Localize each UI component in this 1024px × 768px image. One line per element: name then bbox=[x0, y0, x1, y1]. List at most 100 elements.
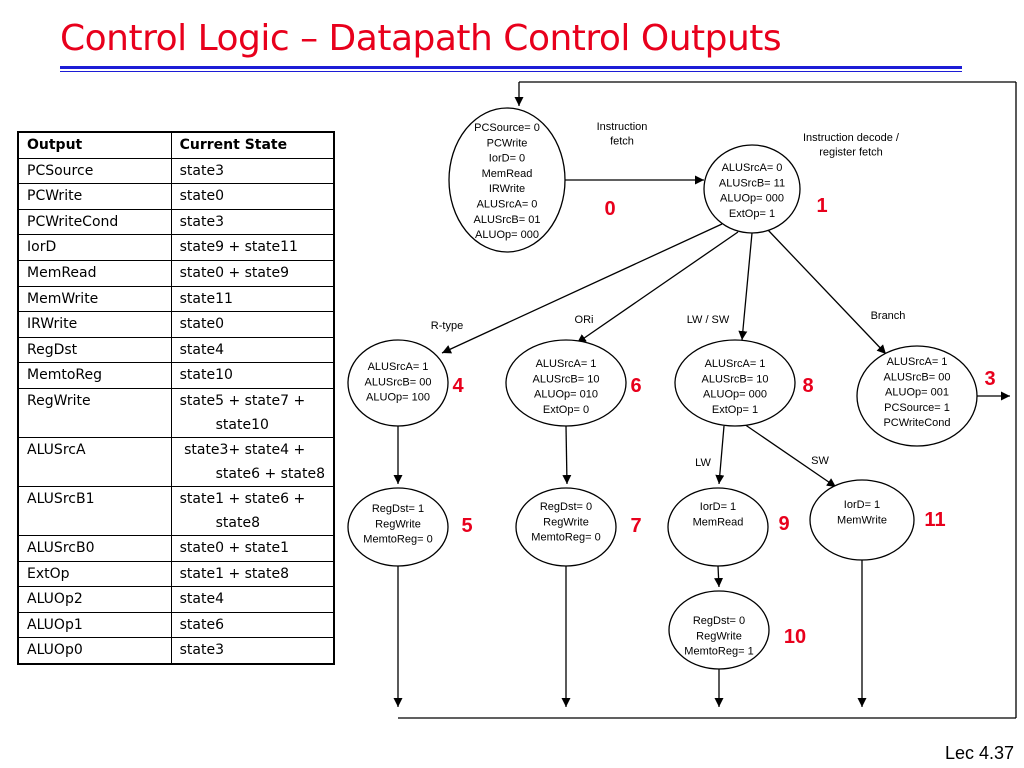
state-number: 1 bbox=[816, 195, 827, 217]
current-state-expr: state1 + state8 bbox=[179, 565, 289, 582]
state-number: 8 bbox=[802, 375, 813, 397]
state-output-line: MemtoReg= 1 bbox=[684, 646, 753, 658]
output-signal: MemRead bbox=[17, 259, 172, 287]
state-output-line: MemRead bbox=[693, 516, 744, 528]
state-circle bbox=[809, 479, 915, 561]
header-output: Output bbox=[17, 131, 172, 159]
state-edges bbox=[393, 81, 1017, 719]
current-state-expr: state0 + state1 bbox=[179, 539, 289, 556]
edge-label-rtype: R-type bbox=[431, 320, 463, 332]
current-state-cell: state3+ state4 +state6 + state8 bbox=[170, 436, 335, 487]
header-current-state: Current State bbox=[170, 131, 335, 159]
state-output-line: IorD= 1 bbox=[844, 499, 880, 511]
state-output-line: ALUOp= 000 bbox=[720, 193, 784, 205]
edge-label-lw: LW bbox=[695, 457, 711, 469]
state-output-line: ALUSrcA= 1 bbox=[368, 361, 429, 373]
table-header-row: Output Current State bbox=[17, 131, 335, 159]
current-state-expr: state3 bbox=[179, 642, 224, 659]
title-underline-thin bbox=[60, 71, 962, 72]
state-circle bbox=[668, 590, 770, 670]
current-state-expr: state1 + state6 + bbox=[179, 490, 306, 507]
state-output-line: ALUSrcA= 0 bbox=[722, 162, 783, 174]
transition-arrow bbox=[715, 425, 725, 485]
state-output-line: ExtOp= 1 bbox=[729, 208, 775, 220]
output-signal: PCSource bbox=[17, 157, 172, 185]
transition-arrow bbox=[562, 425, 572, 485]
transition-arrow bbox=[767, 229, 887, 355]
current-state-cell: state5 + state7 + state10 bbox=[170, 387, 335, 438]
current-state-expr: state3 bbox=[179, 213, 224, 230]
state-output-line: RegDst= 1 bbox=[372, 503, 424, 515]
edge-label-instr-decode: Instruction decode / bbox=[803, 132, 900, 144]
edge-label-sw: SW bbox=[811, 455, 829, 467]
current-state-expr-cont: state10 bbox=[215, 416, 269, 433]
state-output-line: MemWrite bbox=[837, 514, 887, 526]
transition-arrow bbox=[441, 223, 723, 354]
state-output-line: PCWriteCond bbox=[883, 417, 950, 429]
edge-label-instr-decode: register fetch bbox=[819, 147, 883, 159]
state-number: 3 bbox=[984, 368, 995, 390]
state-number: 0 bbox=[604, 198, 615, 220]
output-signal: MemtoReg bbox=[17, 362, 172, 389]
state-circle bbox=[703, 144, 801, 234]
state-number: 5 bbox=[461, 515, 472, 537]
current-state-cell: state3 bbox=[170, 637, 335, 665]
current-state-expr: state0 + state9 bbox=[179, 264, 289, 281]
state-output-line: ExtOp= 1 bbox=[712, 404, 758, 416]
state-circle bbox=[505, 339, 627, 427]
transition-arrow bbox=[738, 232, 753, 341]
current-state-expr: state5 + state7 + bbox=[179, 392, 306, 409]
state-output-line: MemtoReg= 0 bbox=[363, 534, 432, 546]
current-state-expr-cont: state8 bbox=[215, 514, 260, 531]
edge-label-lwsw: LW / SW bbox=[687, 314, 730, 326]
current-state-expr: state9 + state11 bbox=[179, 239, 298, 256]
edge-label-instr-fetch: fetch bbox=[610, 136, 634, 148]
state-circle bbox=[347, 339, 449, 427]
state-output-line: PCSource= 0 bbox=[474, 122, 540, 134]
slide-footer: Lec 4.37 bbox=[944, 743, 1014, 763]
state-output-line: ALUSrcA= 0 bbox=[477, 199, 538, 211]
state-output-line: ALUSrcB= 00 bbox=[884, 371, 951, 383]
edge-label-ori: ORi bbox=[575, 314, 594, 326]
state-output-line: ALUOp= 001 bbox=[885, 387, 949, 399]
table-row: PCSource state3 bbox=[17, 157, 335, 185]
current-state-cell: state0 + state9 bbox=[170, 259, 335, 287]
output-signal: ALUSrcB1 bbox=[17, 485, 172, 536]
current-state-expr: state4 bbox=[179, 341, 224, 358]
state-circle bbox=[674, 339, 796, 427]
state-output-line: ALUSrcB= 11 bbox=[719, 177, 785, 189]
state-circle bbox=[515, 487, 617, 567]
current-state-cell: state11 bbox=[170, 285, 335, 313]
current-state-cell: state10 bbox=[170, 362, 335, 389]
table-row: PCWrite state0 bbox=[17, 183, 335, 210]
state-number: 6 bbox=[630, 375, 641, 397]
state-output-line: ALUOp= 000 bbox=[703, 389, 767, 401]
slide-title: Control Logic – Datapath Control Outputs bbox=[60, 18, 782, 59]
current-state-cell: state4 bbox=[170, 586, 335, 613]
current-state-expr: state3 bbox=[179, 162, 224, 179]
current-state-cell: state3 bbox=[170, 157, 335, 185]
output-signal: ALUOp0 bbox=[17, 637, 172, 665]
state-output-line: ALUSrcB= 00 bbox=[365, 376, 432, 388]
table-row: MemRead state0 + state9 bbox=[17, 259, 335, 287]
state-output-line: RegDst= 0 bbox=[693, 615, 745, 627]
current-state-expr: state0 bbox=[179, 316, 224, 333]
current-state-expr: state11 bbox=[179, 290, 233, 307]
output-signal: PCWrite bbox=[17, 183, 172, 210]
current-state-expr: state0 bbox=[179, 188, 224, 205]
